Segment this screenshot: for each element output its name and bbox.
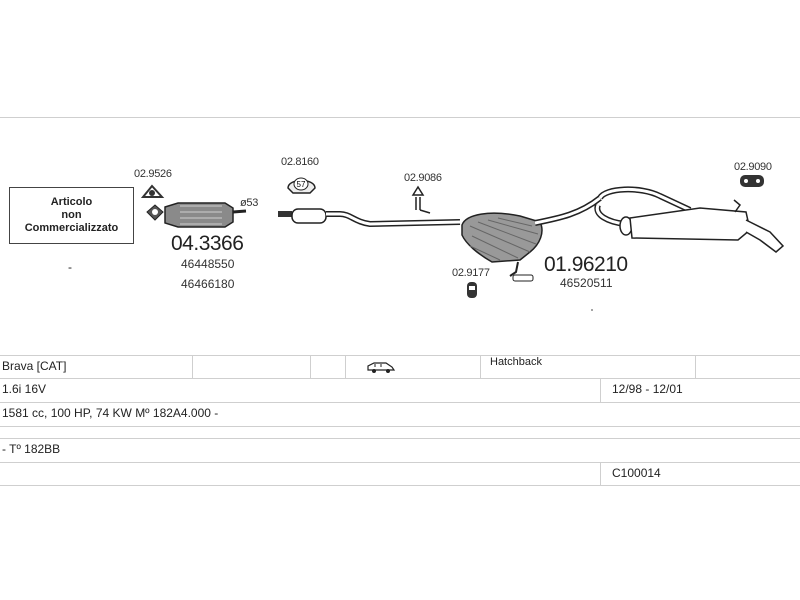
table-line-4 [0, 426, 800, 427]
table-divider-4 [480, 355, 481, 378]
rubber-hanger-icon [411, 185, 431, 214]
part-code-hanger-mid: 02.9086 [404, 172, 442, 184]
table-divider-2 [310, 355, 311, 378]
part-code-hanger-right: 02.9090 [734, 161, 772, 173]
engine-specs: 1581 cc, 100 HP, 74 KW Mº 182A4.000 - [2, 406, 219, 420]
catalyst-part-number: 04.3366 [171, 232, 244, 255]
part-code-clamp-left: 02.9526 [134, 168, 172, 180]
silencer-oem: 46520511 [560, 276, 613, 290]
table-line-2 [0, 378, 800, 379]
not-sold-box: Articolo non Commercializzato [9, 187, 134, 244]
catalytic-converter [164, 202, 247, 228]
clamp-size-label: 57 [297, 180, 306, 189]
not-sold-line3: Commercializzato [24, 222, 119, 234]
center-silencer [461, 195, 602, 282]
diagram-top-border [0, 117, 800, 118]
stray-dot [591, 309, 593, 311]
production-dates: 12/98 - 12/01 [612, 382, 683, 396]
table-divider-6 [600, 378, 601, 402]
not-sold-line2: non [61, 209, 82, 221]
engine-name: 1.6i 16V [2, 382, 47, 396]
not-sold-line1: Articolo [50, 196, 93, 208]
hanger-lower-icon [467, 282, 477, 298]
table-line-5 [0, 438, 800, 439]
hanger-ring-icon [140, 184, 165, 198]
gasket-icon [146, 204, 164, 221]
catalog-code: C100014 [612, 466, 661, 480]
table-divider-3 [345, 355, 346, 378]
table-line-7 [0, 485, 800, 486]
catalyst-oem-1: 46448550 [181, 257, 235, 271]
rear-silencer [594, 186, 785, 253]
table-line-1 [0, 355, 800, 356]
part-code-hanger-low: 02.9177 [452, 267, 490, 279]
car-icon [367, 362, 396, 373]
clamp-icon: 57 [287, 177, 316, 194]
silencer-part-number: 01.96210 [544, 253, 628, 276]
dash-mark: - [68, 260, 72, 274]
table-divider-1 [192, 355, 193, 378]
vehicle-model: Brava [CAT] [2, 359, 67, 373]
type-code: - Tº 182BB [2, 442, 61, 456]
part-code-clamp-top: 02.8160 [281, 156, 319, 168]
pipe-diameter-label: ø53 [240, 197, 259, 209]
table-divider-7 [600, 462, 601, 485]
table-divider-5 [695, 355, 696, 378]
rear-hanger-icon [733, 175, 764, 213]
catalyst-oem-2: 46466180 [181, 277, 235, 291]
body-type: Hatchback [490, 356, 542, 368]
front-pipe [278, 208, 461, 228]
table-line-3 [0, 402, 800, 403]
table-line-6 [0, 462, 800, 463]
